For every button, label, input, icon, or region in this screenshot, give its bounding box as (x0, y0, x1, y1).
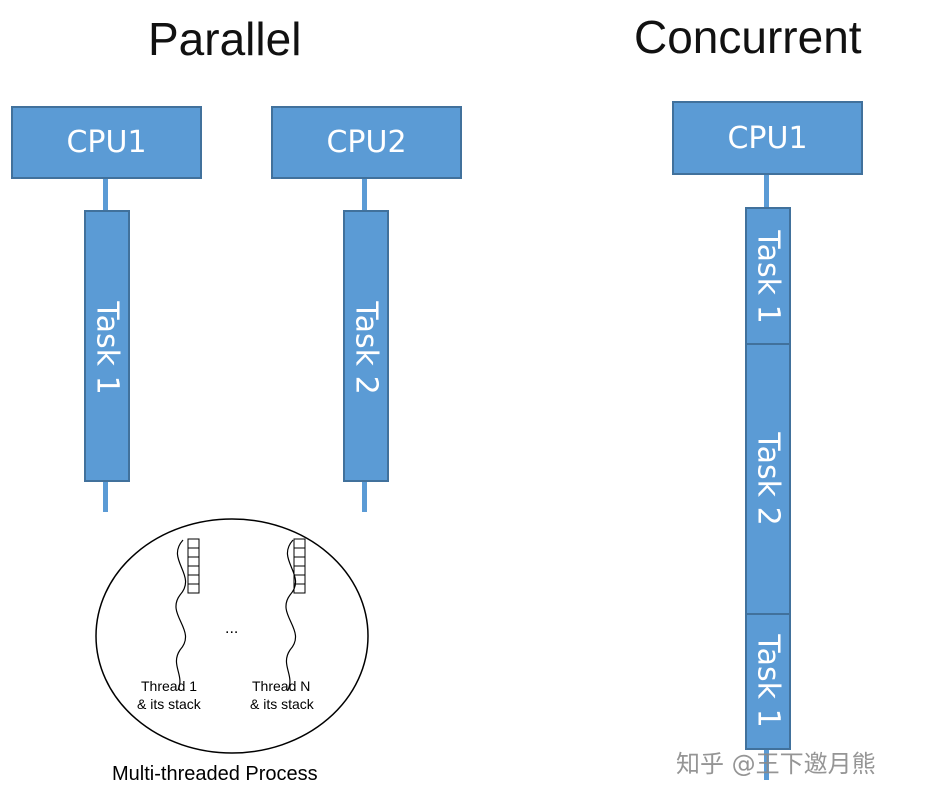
concurrent-line-top (764, 175, 769, 208)
parallel-task2-bar: Task 2 (343, 210, 389, 482)
parallel-cpu2-box: CPU2 (271, 106, 462, 179)
concurrent-title: Concurrent (634, 11, 862, 63)
thread-1-label-line1: Thread 1 (141, 678, 198, 694)
parallel-cpu2-line-bottom (362, 482, 367, 512)
thread-n-squiggle (285, 539, 297, 691)
concurrent-cpu1-box: CPU1 (672, 101, 863, 175)
thread-1-squiggle (175, 539, 187, 691)
thread-n-label-line1: Thread N (252, 678, 311, 694)
concurrent-task-bar: Task 1 Task 2 Task 1 (745, 207, 791, 750)
process-caption: Multi-threaded Process (112, 763, 318, 785)
parallel-cpu1-line-bottom (103, 482, 108, 512)
parallel-cpu1-line-top (103, 179, 108, 211)
thread-1-stack-icon (187, 538, 200, 594)
parallel-cpu2-line-top (362, 179, 367, 211)
concurrent-segment-divider (747, 613, 789, 615)
concurrent-segment-divider (747, 343, 789, 345)
parallel-title: Parallel (148, 13, 302, 65)
thread-1-label-line2: & its stack (137, 696, 201, 712)
thread-ellipsis: ... (225, 620, 239, 637)
parallel-task1-bar: Task 1 (84, 210, 130, 482)
process-ellipse (95, 518, 369, 754)
thread-n-stack-icon (293, 538, 306, 594)
parallel-cpu1-box: CPU1 (11, 106, 202, 179)
thread-n-label-line2: & its stack (250, 696, 314, 712)
watermark: 知乎 @王下邀月熊 (676, 750, 876, 778)
concurrent-line-bottom (764, 750, 769, 780)
